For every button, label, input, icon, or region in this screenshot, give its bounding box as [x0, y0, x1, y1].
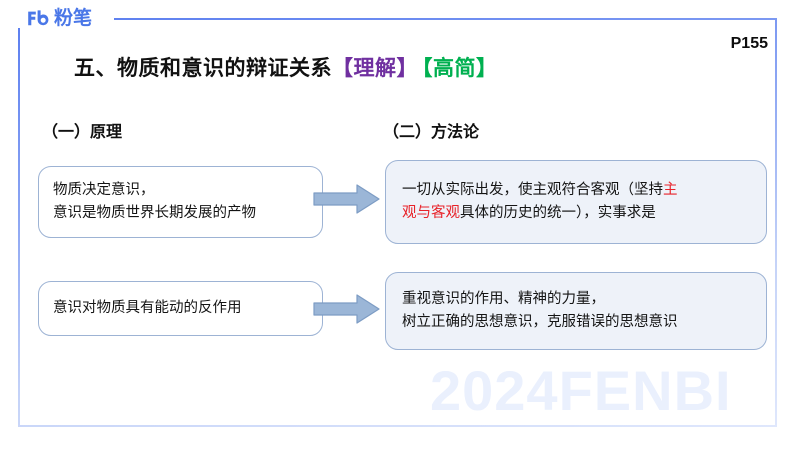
method-box-2-line-1: 重视意识的作用、精神的力量， [402, 290, 605, 307]
method-box-2-line-2: 树立正确的思想意识，克服错误的思想意识 [402, 314, 678, 330]
method-box-1-line-1: 一切从实际出发，使主观符合客观（坚持主 [402, 179, 750, 202]
principle-box-1-line-2: 意识是物质世界长期发展的产物 [53, 205, 256, 221]
brand-logo-text: 粉笔 [54, 8, 93, 29]
method-box-1-line-2: 观与客观具体的历史的统一），实事求是 [402, 202, 750, 225]
right-arrow-icon [313, 293, 381, 330]
page-title: 五、物质和意识的辩证关系【理解】【高简】 [74, 52, 498, 82]
method-box-1-line-1-text: 一切从实际出发，使主观符合客观（坚持 [402, 181, 663, 198]
method-box-1-highlight-a: 主 [663, 181, 678, 198]
section-heading-principle: （一）原理 [42, 124, 123, 141]
tag-brief: 【高简】 [422, 57, 498, 80]
tag-understand: 【理解】 [332, 57, 418, 80]
principle-box-1-line-1: 物质决定意识， [53, 181, 155, 198]
brand-logo: 粉笔 [26, 8, 97, 29]
frame-left-gap [14, 18, 22, 28]
method-box-1-highlight-b: 观与客观 [402, 205, 460, 221]
principle-box-2: 意识对物质具有能动的反作用 [38, 281, 323, 336]
method-box-1-line-2-text: 具体的历史的统一），实事求是 [460, 205, 656, 221]
principle-box-2-line-1: 意识对物质具有能动的反作用 [53, 299, 242, 316]
page-number: P155 [730, 35, 768, 52]
method-box-1: 一切从实际出发，使主观符合客观（坚持主 观与客观具体的历史的统一），实事求是 [385, 160, 767, 244]
right-arrow-icon [313, 183, 381, 220]
page-title-main: 五、物质和意识的辩证关系 [74, 57, 332, 80]
method-box-2: 重视意识的作用、精神的力量， 树立正确的思想意识，克服错误的思想意识 [385, 272, 767, 350]
fb-logo-icon [26, 8, 51, 29]
watermark-text: 2024FENBI [430, 359, 732, 422]
section-heading-method: （二）方法论 [383, 124, 480, 141]
principle-box-1: 物质决定意识， 意识是物质世界长期发展的产物 [38, 166, 323, 238]
